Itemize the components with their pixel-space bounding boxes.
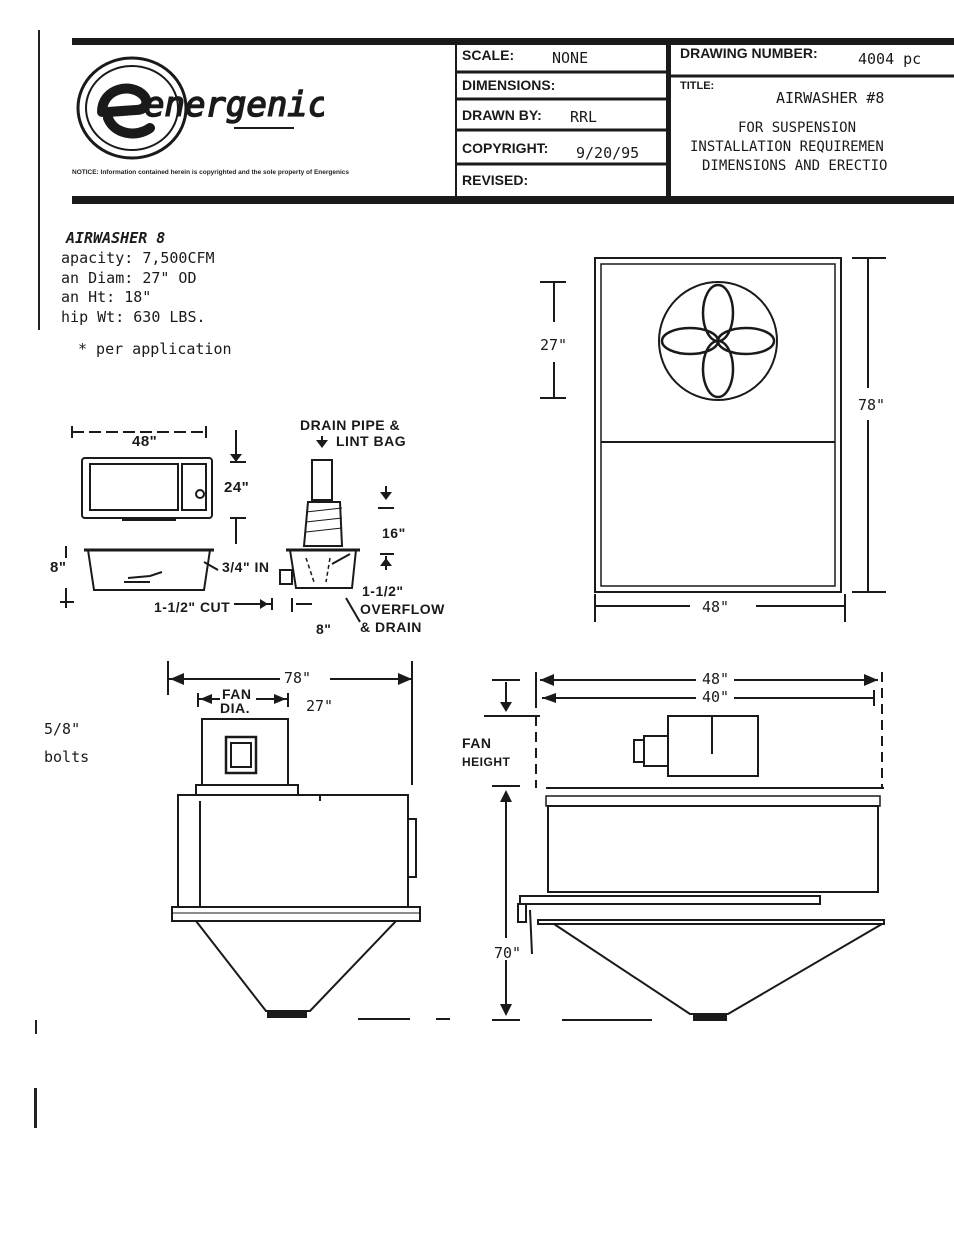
drawing-number-label: DRAWING NUMBER: [680, 45, 818, 61]
tank-width-label: 48" [132, 433, 157, 450]
cut-label: 1-1/2" CUT [154, 599, 230, 615]
side-width-label: 78" [284, 669, 311, 687]
page-edge-mark [35, 1020, 37, 1034]
drain-height-label: 16" [382, 525, 406, 541]
tank-detail-drawing: 48" 24" 8" 3/4" IN 1-1/2" CUT DRAIN PIPE… [50, 417, 445, 637]
side-dia-label: DIA. [220, 700, 250, 716]
tank-height-label: 8" [50, 559, 66, 576]
overflow-label: OVERFLOW [360, 601, 445, 617]
title-block: energenics NOTICE: Information contained… [72, 36, 954, 208]
per-application-note: * per application [78, 340, 232, 358]
specs-heading: AIRWASHER 8 [66, 229, 166, 247]
scale-label: SCALE: [462, 47, 515, 63]
front-view-drawing: 27" 78" 48" [540, 257, 886, 622]
side-fan-label: FAN [222, 686, 252, 702]
title-label: TITLE: [680, 80, 715, 92]
front-total-height-label: 78" [858, 396, 885, 414]
scale-value: NONE [552, 49, 589, 67]
title-line-4: DIMENSIONS AND ERECTIO [702, 158, 888, 174]
drain-label: & DRAIN [360, 619, 422, 635]
title-line-3: INSTALLATION REQUIREMEN [690, 139, 884, 155]
fan-diam-row: Fan Diam: 27" OD [62, 268, 197, 287]
offset-label: 8" [316, 621, 331, 637]
copyright-notice: NOTICE: Information contained herein is … [72, 169, 350, 176]
revised-label: REVISED: [462, 172, 529, 188]
lint-bag-label: LINT BAG [336, 433, 406, 449]
energenics-logo: energenics [76, 56, 324, 160]
end-hang-height-label: 70" [494, 944, 521, 962]
drawn-by-value: RRL [570, 108, 598, 126]
end-view-drawing: 48" 40" FAN HEIGHT 70" [462, 670, 885, 1021]
svg-text:energenics: energenics [144, 85, 324, 125]
capacity-row: Capacity: 7,500CFM [62, 249, 215, 267]
tank-depth-label: 24" [224, 479, 249, 496]
bolt-label: bolts [44, 748, 90, 766]
copyright-value: 9/20/95 [576, 144, 640, 162]
fan-ht-row: Fan Ht: 18" [62, 288, 152, 306]
front-width-label: 48" [702, 598, 729, 616]
side-view-drawing: 78" FAN DIA. 27" [167, 661, 450, 1020]
page-edge-mark [34, 1088, 37, 1128]
dimensions-label: DIMENSIONS: [462, 77, 556, 93]
page-edge-line [38, 30, 40, 330]
drain-pipe-label: DRAIN PIPE & [300, 417, 400, 433]
end-height-label: HEIGHT [462, 755, 511, 769]
drawing-number-value: 4004 pc [858, 50, 922, 68]
inlet-label: 3/4" IN [222, 559, 270, 575]
copyright-label: COPYRIGHT: [462, 140, 549, 156]
title-line-2: FOR SUSPENSION [738, 120, 857, 136]
end-fan-label: FAN [462, 735, 492, 751]
side-fan-dia-value: 27" [306, 697, 333, 715]
front-fan-height-label: 27" [540, 336, 567, 354]
bolt-size: 5/8" [44, 720, 81, 738]
ship-wt-row: Ship Wt: 630 LBS. [62, 307, 206, 326]
specs-block: AIRWASHER 8 Capacity: 7,500CFM Fan Diam:… [62, 229, 312, 327]
end-inner-width-label: 40" [702, 688, 729, 706]
end-outer-width-label: 48" [702, 670, 729, 688]
title-value: AIRWASHER #8 [776, 89, 885, 107]
title-block-frame [72, 38, 954, 204]
overflow-size-label: 1-1/2" [362, 583, 404, 599]
drawn-by-label: DRAWN BY: [462, 107, 542, 123]
